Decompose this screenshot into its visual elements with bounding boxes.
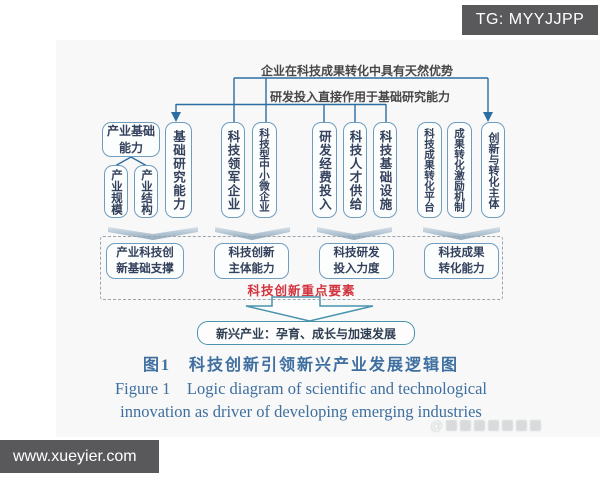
box-tech-talent-supply: 科技人才供给: [343, 122, 367, 218]
box-innovation-transfer-entity: 创新与转化主体: [481, 122, 505, 218]
key-factors-dashed-container: [100, 236, 503, 300]
summary-box-transfer-capability: 科技成果 转化能力: [424, 243, 499, 279]
box-rd-funding-input: 研发经费投入: [312, 122, 337, 218]
summary-box-industry-support: 产业科技创 新基础支撑: [106, 243, 184, 279]
summary-box-innovation-entity-capability: 科技创新 主体能力: [214, 243, 289, 279]
at-glyph: @: [430, 418, 444, 433]
tg-watermark-label: TG: MYYJJPP: [462, 5, 598, 35]
figure-caption-en-line1: Figure 1 Logic diagram of scientific and…: [114, 379, 488, 398]
weibo-watermark-icon: @: [430, 418, 542, 433]
summary-line: 科技研发: [333, 246, 380, 259]
summary-line: 主体能力: [228, 263, 275, 275]
box-tech-infrastructure: 科技基础设施: [373, 122, 397, 218]
figure-caption-en-line2: innovation as driver of developing emerg…: [120, 402, 482, 421]
box-label: 产业基础: [106, 124, 155, 139]
box-leading-tech-enterprises: 科技领军企业: [221, 122, 245, 218]
site-url-label: www.xueyier.com: [0, 440, 159, 473]
summary-line: 科技创新: [228, 246, 275, 259]
summary-box-rd-investment-intensity: 科技研发 投入力度: [319, 243, 394, 279]
box-transfer-incentive-mechanism: 成果转化激励机制: [447, 122, 472, 218]
box-label: 能力: [118, 140, 143, 155]
box-industry-base-capability: 产业基础 能力: [102, 122, 160, 157]
annotation-rd-investment: 研发投入直接作用于基础研究能力: [269, 90, 450, 104]
box-emerging-industries-outcome: 新兴产业：孕育、成长与加速发展: [197, 321, 415, 345]
box-small-medium-tech-enterprises: 科技型中小微企业: [252, 122, 277, 218]
annotation-enterprise-advantage: 企业在科技成果转化中具有天然优势: [260, 64, 453, 78]
summary-line: 投入力度: [333, 263, 380, 275]
summary-line: 产业科技创: [116, 246, 174, 259]
figure-caption-zh: 图1 科技创新引领新兴产业发展逻辑图: [142, 357, 459, 374]
summary-line: 新基础支撑: [116, 263, 174, 275]
box-industry-structure: 产业结构: [134, 165, 158, 218]
key-factors-red-label: 科技创新重点要素: [247, 284, 356, 298]
box-basic-research-capability: 基础研究能力: [165, 122, 192, 218]
box-achievement-transfer-platform: 科技成果转化平台: [417, 122, 442, 218]
summary-line: 科技成果: [438, 246, 485, 259]
summary-line: 转化能力: [438, 263, 485, 275]
box-industry-scale: 产业规模: [104, 165, 128, 218]
